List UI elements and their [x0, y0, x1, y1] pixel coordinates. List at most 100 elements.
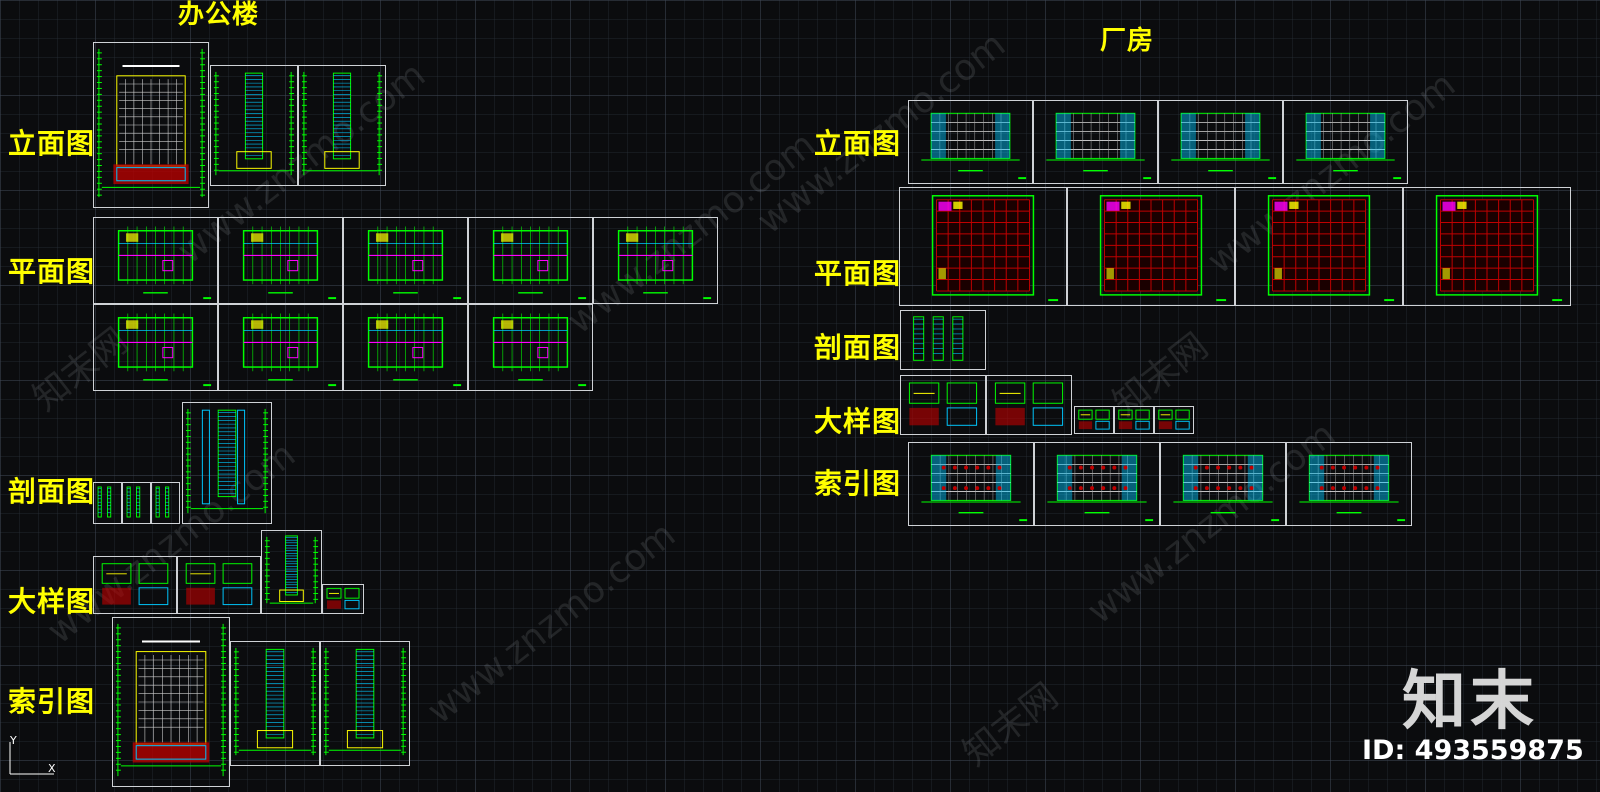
office-section-sheet[interactable]: [151, 482, 180, 524]
factory-elevation-sheet[interactable]: [1283, 100, 1408, 184]
office-section-sheet[interactable]: [182, 402, 272, 524]
drawing-thumbnail: [1158, 409, 1190, 430]
drawing-thumbnail: [97, 486, 112, 518]
drawing-thumbnail: [96, 48, 206, 198]
office-detail-sheet[interactable]: [177, 556, 261, 614]
drawing-thumbnail: [617, 226, 712, 300]
factory-index-sheet[interactable]: [1034, 442, 1160, 526]
office-detail-sheet[interactable]: [93, 556, 177, 614]
factory-detail-sheet[interactable]: [1114, 406, 1154, 434]
ucs-axis-icon: Y X: [4, 734, 64, 788]
factory-elevation-label: 立面图: [814, 127, 902, 160]
factory-elevation-sheet[interactable]: [1158, 100, 1283, 184]
drawing-thumbnail: [921, 454, 1028, 522]
watermark-brand: 知末网: [955, 675, 1066, 775]
drawing-thumbnail: [126, 486, 141, 518]
drawing-thumbnail: [1118, 409, 1150, 430]
office-plan-label: 平面图: [8, 255, 96, 288]
factory-section-label: 剖面图: [814, 331, 902, 364]
factory-elevation-sheet[interactable]: [1033, 100, 1158, 184]
drawing-thumbnail: [908, 382, 978, 426]
office-index-sheet[interactable]: [230, 641, 320, 766]
drawing-thumbnail: [1046, 112, 1152, 180]
drawing-thumbnail: [921, 112, 1027, 180]
drawing-thumbnail: [117, 226, 212, 300]
office-plan-sheet[interactable]: [468, 304, 593, 391]
drawing-thumbnail: [242, 226, 337, 300]
brand-id-text: ID: 493559875: [1362, 735, 1584, 766]
drawing-thumbnail: [367, 313, 462, 387]
drawing-thumbnail: [913, 316, 964, 361]
brand-logo: 知末: [1402, 665, 1538, 739]
drawing-thumbnail: [1267, 195, 1395, 302]
office-index-sheet[interactable]: [320, 641, 410, 766]
office-detail-sheet[interactable]: [261, 530, 322, 614]
factory-section-sheet[interactable]: [900, 310, 986, 370]
office-plan-sheet[interactable]: [343, 304, 468, 391]
factory-plan-sheet[interactable]: [1235, 187, 1403, 306]
office-plan-sheet[interactable]: [468, 217, 593, 304]
office-elevation-sheet[interactable]: [298, 65, 386, 186]
office-detail-sheet[interactable]: [322, 584, 364, 614]
factory-detail-sheet[interactable]: [986, 375, 1072, 435]
drawing-thumbnail: [1299, 454, 1406, 522]
office-section-sheet[interactable]: [93, 482, 122, 524]
ucs-y-label: Y: [10, 734, 17, 747]
drawing-thumbnail: [367, 226, 462, 300]
office-plan-sheet[interactable]: [593, 217, 718, 304]
factory-index-sheet[interactable]: [1286, 442, 1412, 526]
factory-detail-label: 大样图: [814, 405, 902, 438]
factory-detail-sheet[interactable]: [1074, 406, 1114, 434]
drawing-thumbnail: [264, 535, 319, 604]
office-plan-sheet[interactable]: [218, 217, 343, 304]
factory-detail-sheet[interactable]: [900, 375, 986, 435]
office-group-title: 办公楼: [178, 0, 260, 30]
factory-index-label: 索引图: [814, 467, 902, 500]
drawing-thumbnail: [931, 195, 1059, 302]
drawing-thumbnail: [492, 313, 587, 387]
factory-group-title: 厂房: [1100, 26, 1155, 56]
drawing-thumbnail: [1435, 195, 1563, 302]
factory-elevation-sheet[interactable]: [908, 100, 1033, 184]
factory-index-sheet[interactable]: [1160, 442, 1286, 526]
drawing-thumbnail: [326, 587, 360, 610]
drawing-thumbnail: [492, 226, 587, 300]
drawing-thumbnail: [101, 563, 169, 606]
drawing-thumbnail: [994, 382, 1064, 426]
drawing-thumbnail: [185, 408, 269, 514]
office-elevation-label: 立面图: [8, 127, 96, 160]
office-section-label: 剖面图: [8, 475, 96, 508]
drawing-thumbnail: [1078, 409, 1110, 430]
drawing-thumbnail: [155, 486, 170, 518]
office-elevation-sheet[interactable]: [210, 65, 298, 186]
drawing-thumbnail: [185, 563, 253, 606]
drawing-thumbnail: [1296, 112, 1402, 180]
factory-plan-sheet[interactable]: [899, 187, 1067, 306]
office-plan-sheet[interactable]: [343, 217, 468, 304]
drawing-thumbnail: [1171, 112, 1277, 180]
office-detail-label: 大样图: [8, 585, 96, 618]
drawing-thumbnail: [1173, 454, 1280, 522]
factory-plan-sheet[interactable]: [1067, 187, 1235, 306]
ucs-x-label: X: [48, 762, 56, 775]
factory-detail-sheet[interactable]: [1154, 406, 1194, 434]
office-index-sheet[interactable]: [112, 617, 230, 787]
drawing-thumbnail: [1047, 454, 1154, 522]
drawing-thumbnail: [1099, 195, 1227, 302]
office-index-label: 索引图: [8, 685, 96, 718]
office-plan-sheet[interactable]: [93, 304, 218, 391]
drawing-thumbnail: [301, 71, 383, 176]
drawing-thumbnail: [115, 623, 227, 777]
factory-plan-label: 平面图: [814, 257, 902, 290]
drawing-thumbnail: [213, 71, 295, 176]
factory-index-sheet[interactable]: [908, 442, 1034, 526]
watermark-site: www.znzmo.com: [420, 514, 684, 733]
office-elevation-sheet[interactable]: [93, 42, 209, 208]
drawing-thumbnail: [242, 313, 337, 387]
office-plan-sheet[interactable]: [93, 217, 218, 304]
factory-plan-sheet[interactable]: [1403, 187, 1571, 306]
drawing-thumbnail: [233, 647, 317, 756]
office-plan-sheet[interactable]: [218, 304, 343, 391]
office-section-sheet[interactable]: [122, 482, 151, 524]
